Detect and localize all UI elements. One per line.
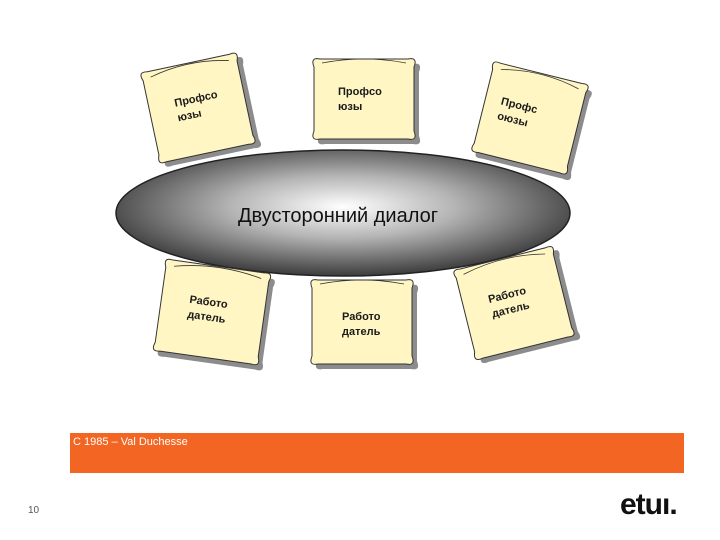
employer-chair-bottom-left: Работо датель [152,258,275,371]
chair-label-line1: Работо [342,311,381,323]
union-chair-top-left: Профсо юзы [140,52,261,167]
chair-label-line1: Работо [189,294,229,311]
table-label: Двусторонний диалог [238,205,438,227]
chair-label-line2: датель [342,326,381,338]
chair-label-line2: юзы [338,101,362,113]
chair-label-line1: Профсо [338,86,382,98]
employer-chair-bottom-center: Работо датель [310,279,419,370]
union-chair-top-right: Профс оюзы [471,61,592,181]
etui-logo: etuı. [620,488,678,521]
chair-label-line2: юзы [176,108,202,125]
page-number: 10 [28,505,40,516]
caption-band: C 1985 – Val Duchesse [70,433,684,473]
union-chair-top-center: Профсо юзы [312,58,421,145]
caption-text: C 1985 – Val Duchesse [73,436,188,448]
employer-chair-bottom-right: Работо датель [453,245,581,364]
negotiation-table: Двусторонний диалог [115,149,571,277]
chair-label-line2: датель [187,309,227,326]
